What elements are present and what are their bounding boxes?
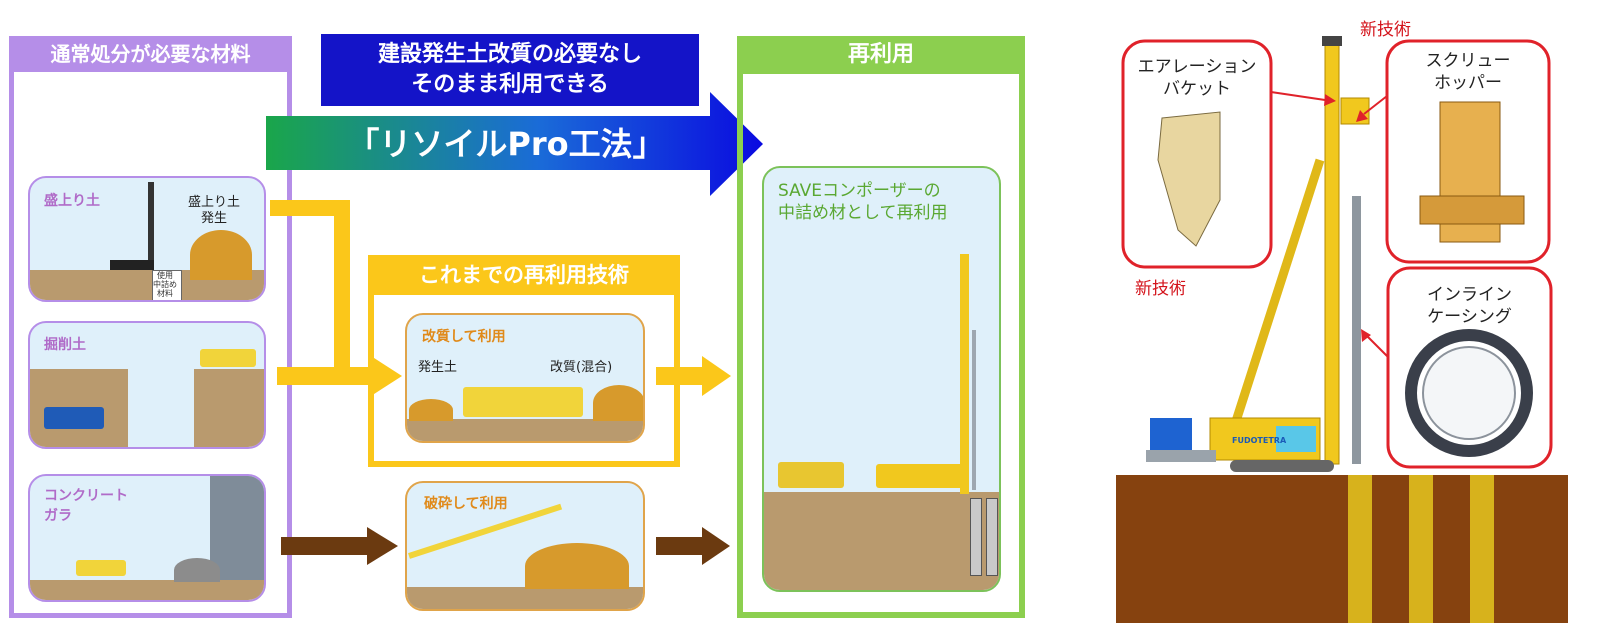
crush-title: 破砕して利用	[424, 496, 508, 512]
improve-panel	[405, 313, 645, 443]
ground	[30, 580, 264, 600]
compacted-pile-1	[970, 498, 982, 576]
crawler-track	[1230, 460, 1334, 472]
excavator-body	[76, 560, 126, 576]
leader-arrow-casing	[1361, 329, 1371, 342]
excavation-pit	[128, 369, 194, 447]
boom	[1223, 158, 1325, 448]
power-unit-base	[1146, 450, 1216, 462]
bucket-label: エアレーション バケット	[1137, 57, 1257, 99]
leader-line-casing	[1364, 333, 1389, 358]
material-panel-mound	[28, 176, 266, 302]
crush-panel	[405, 481, 645, 611]
method-big-arrow	[266, 92, 763, 196]
rig-mast	[960, 254, 969, 494]
improve-right-label: 改質(混合)	[550, 360, 613, 375]
casing-ring-outer	[1405, 329, 1533, 457]
left-column-title: 通常処分が必要な材料	[9, 36, 292, 72]
compaction-pile-3	[1470, 475, 1494, 623]
material-title-concrete: コンクリート ガラ	[44, 488, 128, 524]
yellow-arrow-mid-body	[277, 367, 371, 385]
compacted-pile-2	[986, 498, 998, 576]
compaction-pile-2	[1409, 475, 1433, 623]
soil-pile-left	[409, 399, 453, 421]
crawler-cab	[1276, 426, 1316, 452]
hopper-chute	[1419, 195, 1525, 225]
banner-line-1: 建設発生土改質の必要なし	[377, 42, 642, 67]
excavator-body	[200, 349, 256, 367]
pile-hole	[152, 270, 182, 300]
reuse-panel	[762, 166, 1001, 592]
rubble-pile	[174, 558, 220, 582]
ground	[407, 587, 643, 609]
existing-tech-title: これまでの再利用技術	[368, 255, 680, 295]
mound-pile	[190, 230, 252, 280]
material-panel-excavation	[28, 321, 266, 449]
mixer-machine	[463, 387, 583, 417]
ground	[764, 492, 999, 590]
hopper-label: スクリュー ホッパー	[1425, 51, 1511, 93]
banner-line-2: そのまま利用できる	[411, 72, 609, 97]
brown-arrow-right-head	[702, 527, 730, 565]
leader-mast	[1324, 43, 1340, 465]
leader-line-hopper	[1363, 95, 1388, 115]
inline-casing	[1352, 196, 1361, 464]
new-tech-label-top: 新技術	[1360, 20, 1411, 40]
leader-line-bucket	[1270, 91, 1326, 101]
improve-title: 改質して利用	[422, 329, 506, 345]
casing-label: インライン ケーシング	[1427, 285, 1512, 327]
brown-arrow-left-body	[281, 537, 367, 555]
mast-top	[1322, 36, 1342, 46]
ruined-building	[210, 476, 264, 580]
new-tech-label-left: 新技術	[1135, 279, 1186, 299]
bucket-image	[1157, 111, 1221, 247]
pile-rig-mast	[148, 182, 154, 270]
leader-arrow-bucket	[1324, 94, 1336, 106]
brown-arrow-left-head	[367, 527, 398, 565]
dump-truck	[44, 407, 104, 429]
material-title-mound: 盛上り土	[44, 193, 100, 209]
reuse-title: 再利用	[737, 36, 1025, 74]
material-panel-concrete	[28, 474, 266, 602]
mound-small-label: 使用 中詰め 材料	[153, 271, 177, 298]
mound-label: 盛上り土 発生	[187, 195, 240, 226]
machine-brand: FUDOTETRA	[1232, 436, 1287, 445]
yellow-arrow-mid-head	[371, 356, 402, 396]
rig-body	[876, 464, 968, 488]
material-title-excavation: 掘削土	[44, 337, 86, 353]
compaction-pile-1	[1348, 475, 1372, 623]
crushed-pile	[525, 543, 629, 589]
pile-rig-base	[110, 260, 154, 270]
banner-box: 建設発生土改質の必要なし そのまま利用できる	[321, 34, 699, 106]
soil-pile-right	[593, 385, 643, 421]
brown-arrow-right-body	[656, 537, 702, 555]
rig-casing	[972, 330, 976, 490]
loader	[778, 462, 844, 488]
screw-hopper-small	[1340, 97, 1370, 125]
method-name: 「リソイルPro工法」	[347, 125, 665, 163]
reuse-caption: SAVEコンポーザーの 中詰め材として再利用	[778, 181, 948, 223]
yellow-arrow-right-head	[702, 356, 731, 396]
improve-left-label: 発生土	[418, 360, 458, 375]
ground	[407, 419, 643, 441]
leader-arrow-hopper	[1356, 110, 1368, 122]
casing-ring-inner	[1422, 346, 1516, 440]
